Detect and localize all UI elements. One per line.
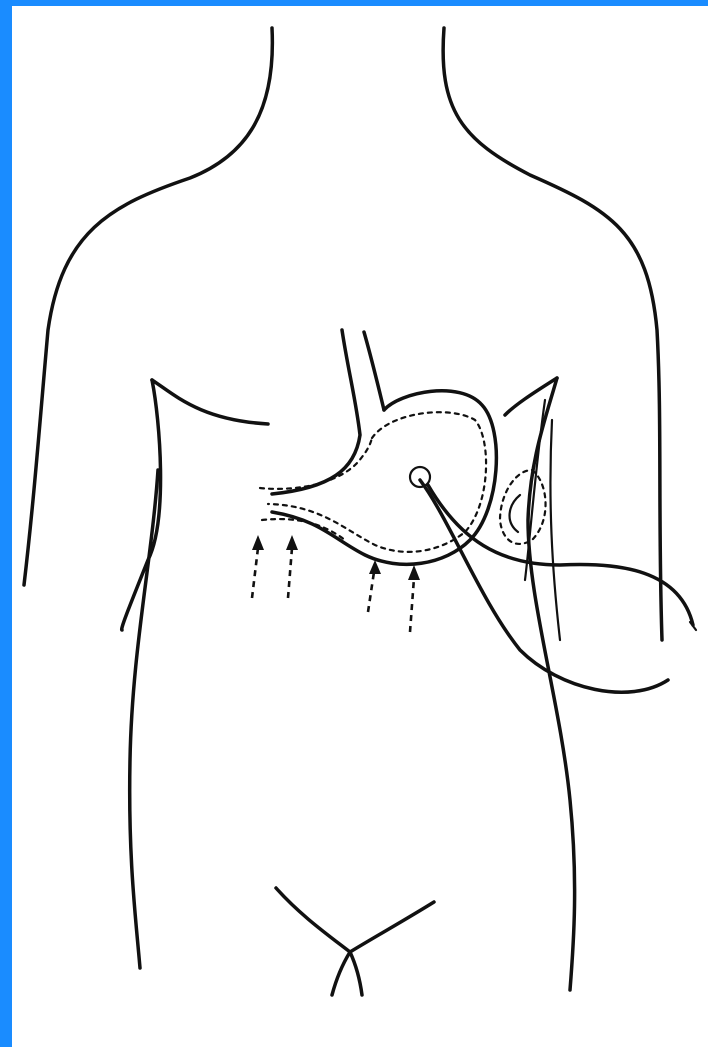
esophagus-left-wall	[272, 330, 360, 494]
groin-right-line	[350, 902, 434, 952]
rib-line-1	[525, 400, 545, 580]
rib-line-2	[550, 420, 560, 640]
drain-tube-2	[428, 485, 693, 625]
stomach-outer-wall	[272, 391, 496, 565]
arrow-3	[368, 560, 381, 612]
left-torso-line	[152, 380, 268, 424]
spleen-outline	[500, 470, 546, 544]
arrow-2	[286, 535, 298, 598]
thigh-right-line	[350, 952, 362, 995]
arrow-1	[252, 535, 264, 598]
neck-left-line	[24, 28, 272, 585]
duodenum-lining-top	[260, 438, 372, 489]
anatomy-diagram	[12, 6, 708, 1047]
spleen	[500, 400, 560, 640]
stomach-inner-lining	[268, 412, 486, 552]
groin-left-line	[276, 888, 350, 952]
arrow-4	[408, 565, 420, 632]
body-outline	[24, 28, 662, 995]
spleen-inner-curve	[510, 495, 520, 532]
pressure-arrows	[252, 535, 420, 632]
drain-tubes	[410, 467, 696, 692]
esophagus-right-wall	[364, 332, 384, 410]
thigh-left-line	[332, 952, 350, 995]
